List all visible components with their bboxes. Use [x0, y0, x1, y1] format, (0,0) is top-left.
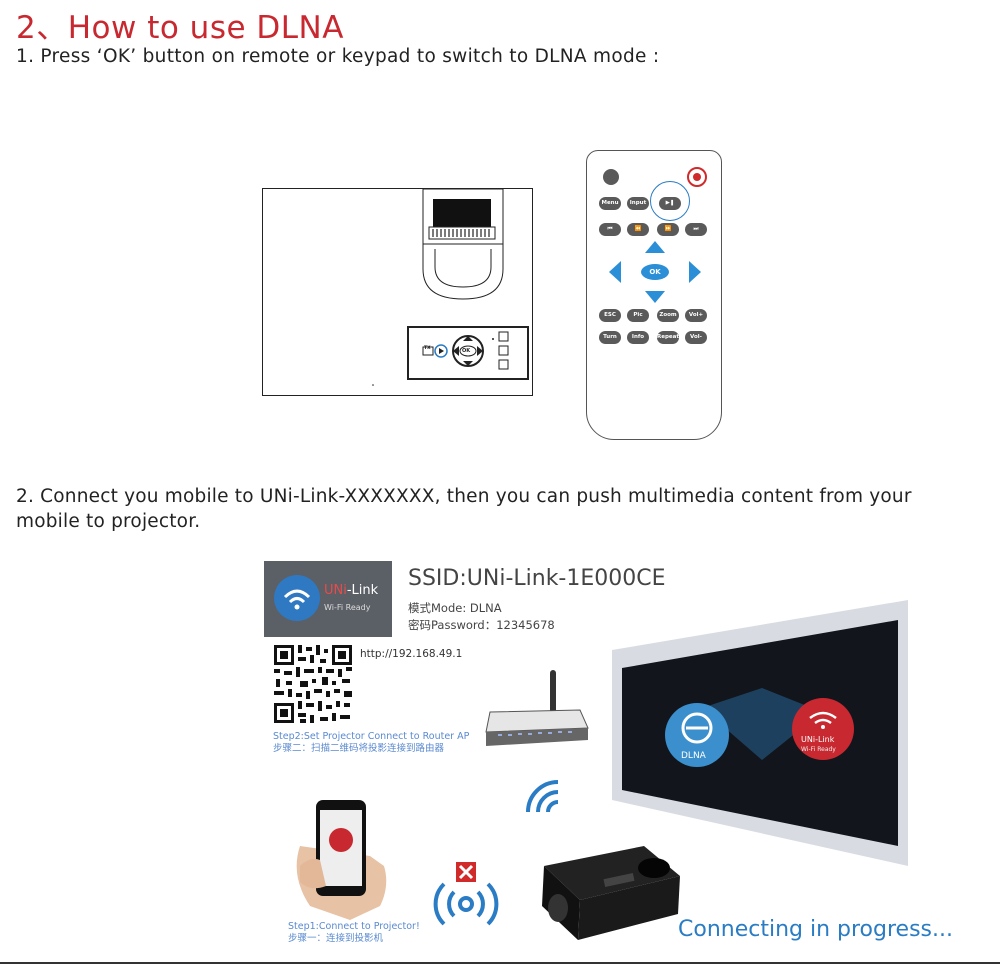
- wifi-icon: [274, 575, 320, 621]
- wifi-error-icon: [433, 862, 499, 926]
- keypad-ok-label: OK: [462, 348, 471, 354]
- projector-diagram: TX OK: [262, 188, 533, 396]
- unilink-badge: UNi-Link Wi-Fi Ready: [264, 561, 392, 637]
- remote-pic-button: Pic: [627, 309, 649, 322]
- url-text: http://192.168.49.1: [360, 648, 463, 660]
- projector-drawing: [372, 188, 529, 386]
- connecting-status: Connecting in progress...: [678, 917, 953, 942]
- remote-menu-button: Menu: [599, 197, 621, 210]
- next-icon: ⏭: [685, 223, 707, 236]
- mute-icon: [603, 169, 619, 185]
- password-text: 密码Password：12345678: [408, 618, 555, 632]
- play-pause-icon: ▶❚: [659, 197, 681, 210]
- dpad-arrows: [609, 241, 701, 303]
- qr-code: [272, 643, 354, 725]
- step1-instruction: 1. Press ‘OK’ button on remote or keypad…: [16, 46, 660, 67]
- forward-icon: ⏩: [657, 223, 679, 236]
- keypad-tx-label: TX: [424, 346, 431, 351]
- remote-ok-button: OK: [649, 268, 661, 276]
- step1-connect-note: Step1:Connect to Projector!步骤一：连接到投影机: [288, 921, 420, 944]
- remote-repeat-button: Repeat: [657, 331, 679, 344]
- rewind-icon: ⏪: [627, 223, 649, 236]
- ssid-text: SSID:UNi-Link-1E000CE: [408, 566, 666, 591]
- remote-input-button: Input: [627, 197, 649, 210]
- remote-zoom-button: Zoom: [657, 309, 679, 322]
- projector-device: [542, 846, 680, 940]
- remote-volup-button: Vol+: [685, 309, 707, 322]
- step2-router-note: Step2:Set Projector Connect to Router AP…: [273, 731, 470, 754]
- router-icon: [485, 670, 589, 746]
- remote-voldown-button: Vol-: [685, 331, 707, 344]
- remote-turn-button: Turn: [599, 331, 621, 344]
- mode-text: 模式Mode: DLNA: [408, 601, 502, 615]
- power-button: [687, 167, 707, 187]
- bottom-divider: [0, 962, 1000, 964]
- remote-esc-button: ESC: [599, 309, 621, 322]
- highlight-circle: [650, 181, 690, 221]
- remote-info-button: Info: [627, 331, 649, 344]
- screen-dlna-label: DLNA: [681, 751, 706, 761]
- remote-control: Menu Input ▶❚ ⏮ ⏪ ⏩ ⏭ OK ESC Pic Zoom Vo…: [586, 150, 722, 440]
- prev-icon: ⏮: [599, 223, 621, 236]
- mobile-phone: [296, 800, 387, 920]
- wifi-ready-label: Wi-Fi Ready: [324, 603, 371, 612]
- projection-screen: [612, 600, 908, 866]
- screen-unilink-label: UNi-Link: [801, 735, 835, 744]
- signal-waves-icon: [526, 780, 559, 813]
- page-heading: 2、How to use DLNA: [16, 10, 344, 46]
- screen-ready-label: Wi-Fi Ready: [801, 746, 836, 753]
- unilink-brand: UNi-Link: [324, 583, 379, 598]
- step2-instruction: 2. Connect you mobile to UNi-Link-XXXXXX…: [16, 486, 912, 532]
